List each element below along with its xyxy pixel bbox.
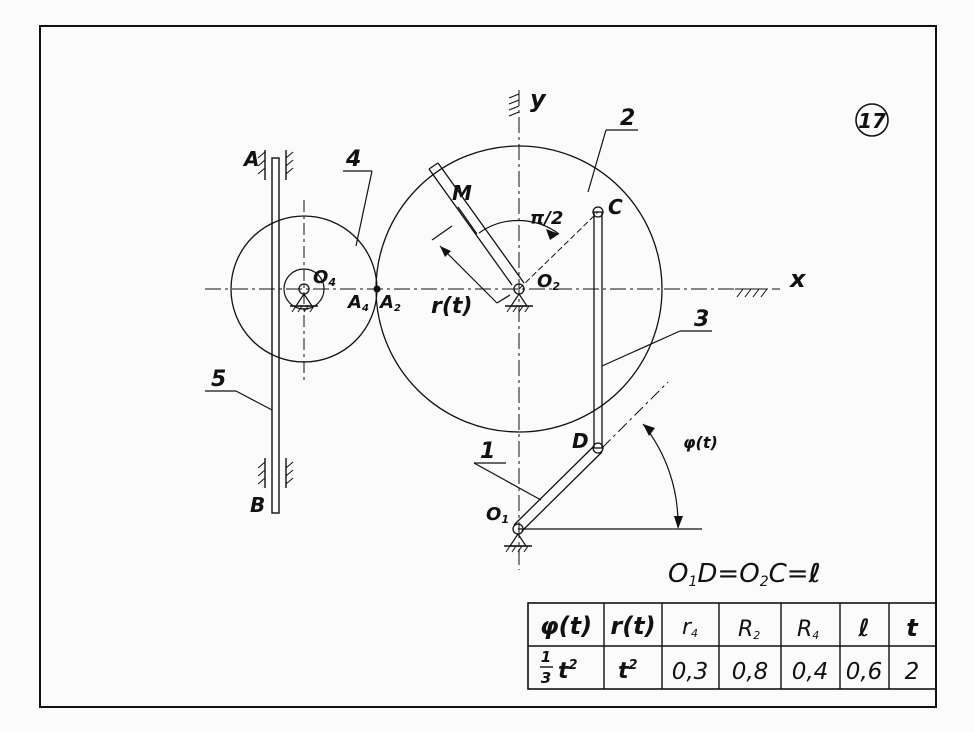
crank-1-edge-a (513, 445, 595, 526)
hinge-D (592, 442, 604, 454)
parameter-table: φ(t) r(t) r4 R2 R4 ℓ t 1 3 t2 t2 0,3 0,8… (527, 602, 937, 690)
body-1-label: 1 (480, 439, 495, 464)
R4-value: 0,4 (792, 659, 829, 685)
point-A-label: A (242, 147, 259, 171)
r4-value: 0,3 (672, 659, 709, 685)
r-label: r(t) (431, 294, 472, 319)
hinge-C (592, 206, 604, 218)
leader-5 (235, 390, 273, 411)
figure-number-circle (855, 103, 889, 137)
point-M-label: M (452, 181, 472, 205)
support-o4 (290, 292, 318, 313)
crank-1-edge-b (521, 451, 603, 532)
rod-3 (593, 211, 603, 449)
leader-3 (601, 330, 681, 367)
body-4-label: 4 (345, 147, 361, 172)
equation-o1d-o2c-l: O1D=O2C=ℓ (668, 559, 821, 590)
r-arrowhead (440, 246, 451, 257)
slot-edge-right (437, 162, 525, 284)
angle-arrowhead (546, 229, 559, 240)
point-C-label: C (608, 195, 623, 219)
angle-pi-half-label: π/2 (530, 208, 563, 229)
r-dimension-end (496, 294, 511, 304)
R2-value: 0,8 (732, 659, 769, 685)
body-3-label: 3 (694, 307, 709, 332)
header-t: t (906, 614, 919, 642)
support-o2 (505, 292, 533, 313)
crank-1-extension (601, 381, 669, 449)
phi-label: φ(t) (683, 433, 718, 452)
drawing-frame (39, 25, 937, 708)
header-R2: R2 (738, 617, 760, 642)
phi-arrowhead-top (643, 424, 655, 436)
point-D-label: D (572, 429, 589, 453)
t-value: 2 (905, 659, 920, 685)
point-B-label: B (250, 493, 265, 517)
rack-guide-top (257, 150, 294, 180)
leader-2 (587, 129, 607, 193)
y-axis-fixed-hatch (508, 93, 520, 117)
rack-5 (271, 157, 280, 514)
phi-value-numerator: 1 (541, 648, 551, 666)
header-l: ℓ (857, 614, 869, 642)
header-phi: φ(t) (540, 612, 592, 640)
phi-value-variable: t2 (558, 658, 578, 684)
phi-arc (642, 423, 679, 528)
rack-guide-bottom (257, 458, 294, 488)
y-axis-label: y (530, 85, 547, 113)
slot-end (428, 162, 439, 170)
contact-point (373, 285, 381, 293)
r-dimension-ext (431, 225, 453, 241)
point-A2-label: A2 (378, 292, 401, 314)
body-2-label: 2 (620, 106, 635, 131)
leader-4 (355, 170, 373, 247)
slot-edge-left (428, 168, 513, 286)
header-r4: r4 (682, 615, 698, 640)
r-dimension-line (439, 245, 498, 304)
phi-value-denominator: 3 (541, 669, 551, 687)
x-axis-fixed-hatch (735, 288, 768, 298)
point-O1-label: O1 (486, 504, 509, 526)
point-M-tick (457, 206, 478, 235)
point-A4-label: A4 (346, 292, 369, 314)
header-R4: R4 (797, 617, 819, 642)
support-o1 (504, 532, 532, 553)
hub-o4 (283, 268, 325, 310)
body-5-label: 5 (211, 367, 226, 392)
x-axis-label: x (789, 265, 807, 293)
figure-number: 17 (858, 109, 886, 133)
l-value: 0,6 (846, 659, 883, 685)
o2-c-line (518, 211, 599, 290)
point-O4-label: O4 (313, 267, 336, 289)
phi-arrowhead-bottom (674, 516, 683, 529)
point-O2-label: O2 (537, 271, 560, 293)
angle-pi-half-arc (478, 219, 560, 235)
r-value: t2 (618, 658, 638, 684)
header-r: r(t) (610, 612, 655, 640)
leader-1 (473, 462, 542, 501)
